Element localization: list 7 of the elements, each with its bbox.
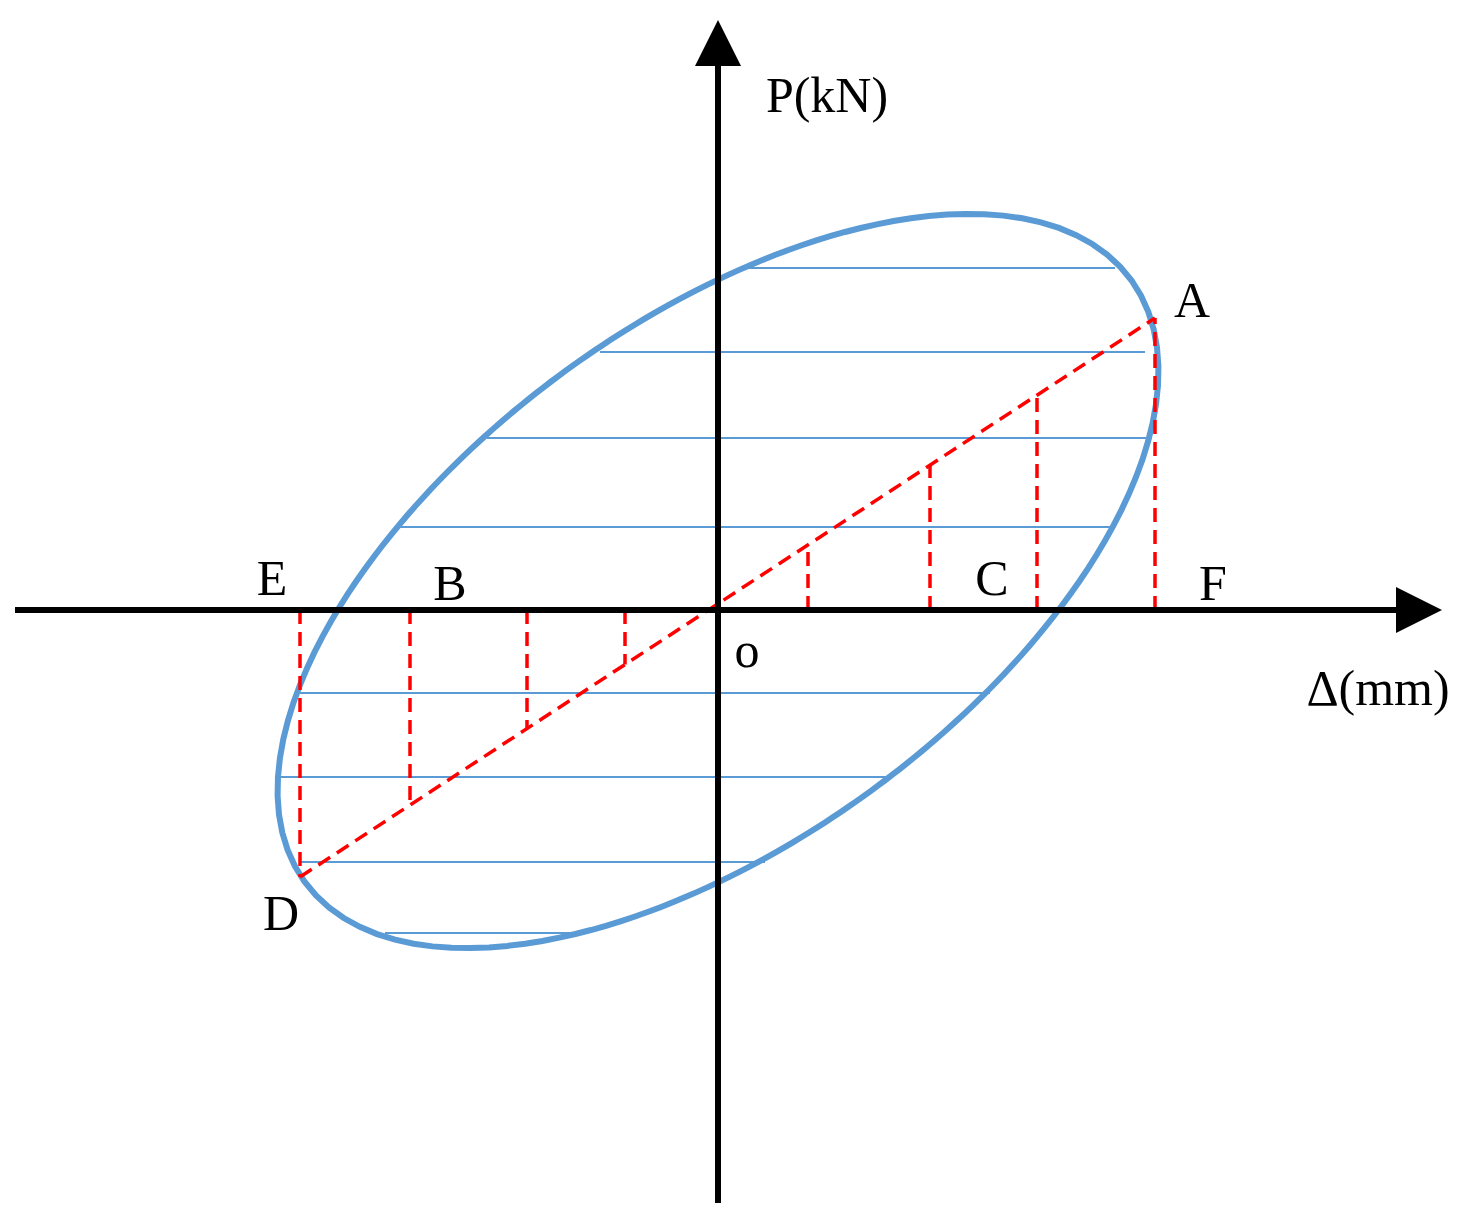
origin-label: o [734, 625, 760, 675]
point-label: E [256, 553, 288, 603]
point-label: A [1173, 275, 1211, 325]
point-label: C [975, 553, 1009, 603]
point-label: B [433, 558, 467, 608]
point-label: F [1199, 558, 1227, 608]
point-label: D [262, 888, 300, 938]
